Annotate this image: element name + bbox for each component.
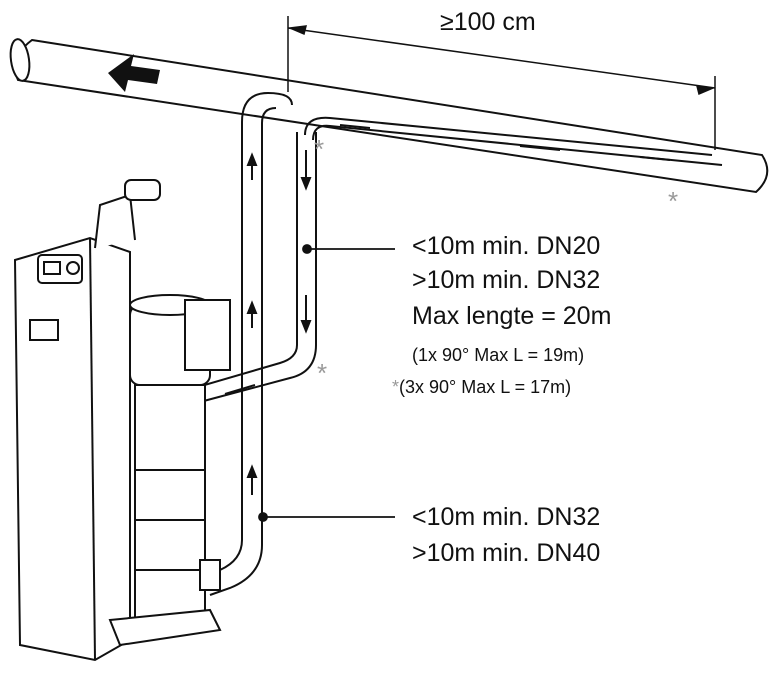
elbow-asterisks: * * * [314,134,678,388]
suction-note-line1: <10m min. DN20 [412,232,601,260]
suction-pipe [159,116,723,411]
flow-direction-arrow [108,54,160,92]
elbow-asterisk: * [317,358,327,388]
suction-note-line5: *(3x 90° Max L = 17m) [392,376,571,398]
suction-note-line3: Max lengte = 20m [412,302,612,330]
elbow-asterisk-icon: * [392,377,400,397]
dimension-label: ≥100 cm [440,8,536,36]
return-pipe [204,91,293,596]
suction-note-line4: (1x 90° Max L = 19m) [412,345,585,365]
return-note-line1: <10m min. DN32 [412,503,601,531]
elbow-asterisk: * [668,186,678,216]
suction-note-line5-text: (3x 90° Max L = 17m) [399,377,572,397]
suction-note-line2: >10m min. DN32 [412,266,601,294]
dimension-line [287,16,716,150]
return-note-line2: >10m min. DN40 [412,539,601,567]
main-pipe [9,38,769,194]
elbow-asterisk: * [314,134,324,164]
leader-lines [258,244,395,522]
pump-unit [13,179,231,662]
